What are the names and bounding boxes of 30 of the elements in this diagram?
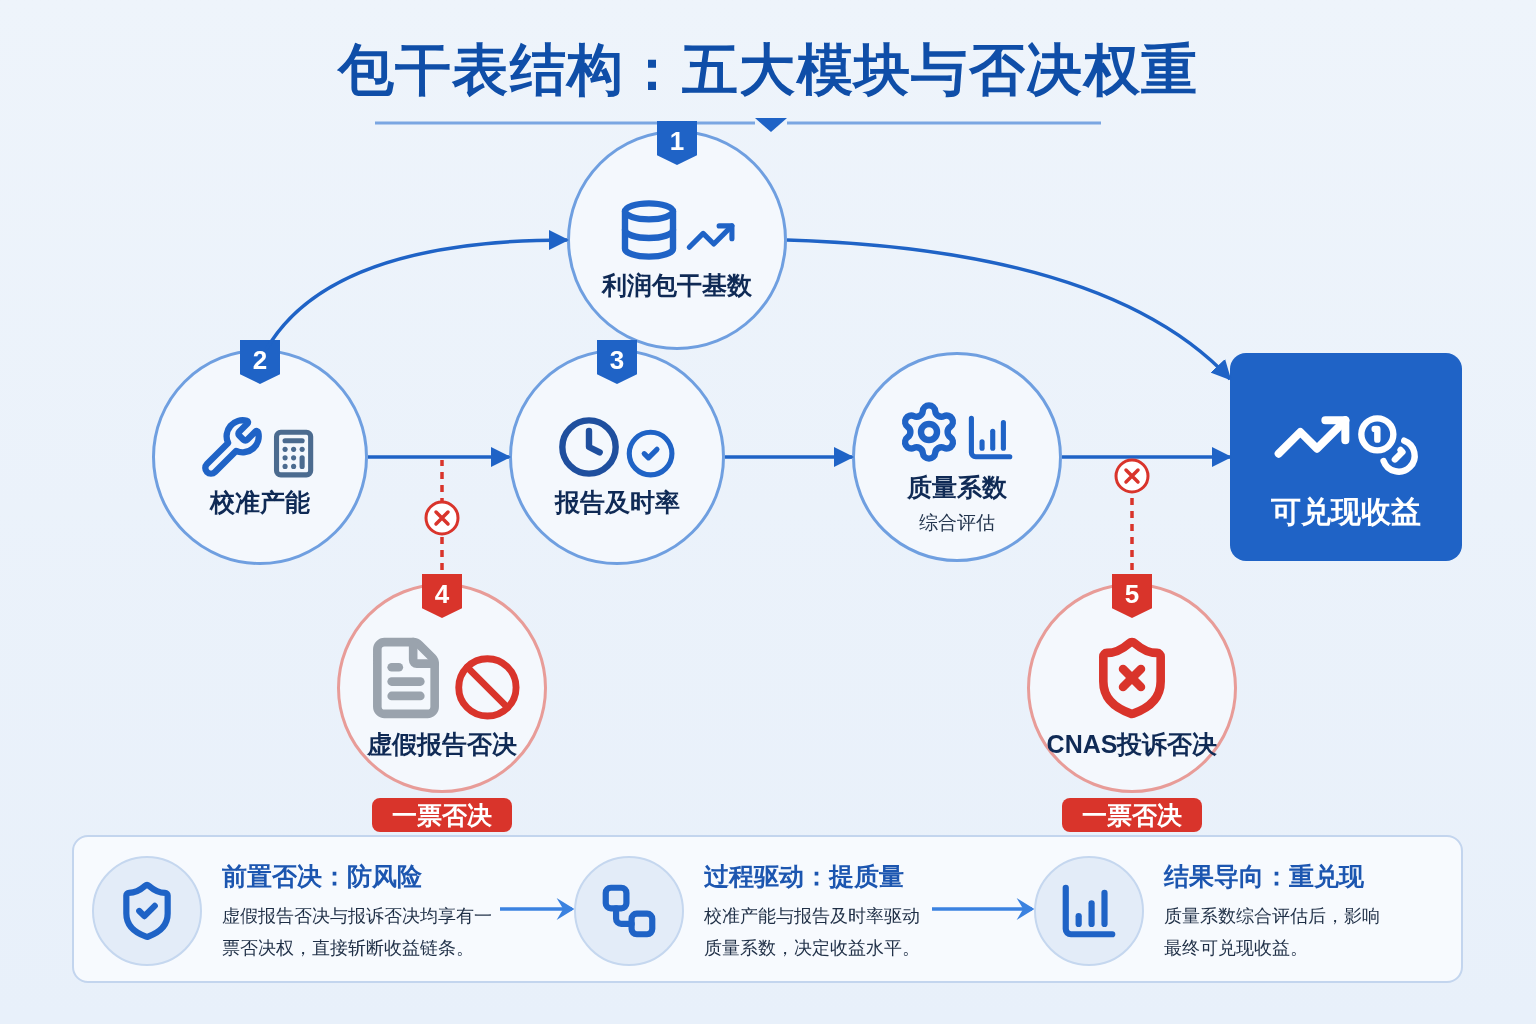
step-sublabel: 综合评估 (919, 510, 995, 535)
chevron-arrow (932, 898, 1035, 920)
card-text: 校准产能与报告及时率驱动质量系数，决定收益水平。 (704, 904, 921, 960)
arrow (368, 447, 511, 467)
arrow (786, 238, 1232, 381)
number-badge: 2 (240, 340, 280, 384)
card-heading: 结果导向：重兑现 (1164, 861, 1365, 893)
step-label: 质量系数 (907, 471, 1007, 503)
veto-tag: 一票否决 (372, 798, 512, 832)
step-label: 利润包干基数 (602, 270, 752, 302)
number-badge: 3 (597, 340, 637, 384)
number-badge: 5 (1112, 574, 1152, 618)
card-text: 质量系数综合评估后，影响最终可兑现收益。 (1164, 904, 1381, 960)
result-box (1230, 353, 1462, 561)
veto-tag: 一票否决 (1062, 798, 1202, 832)
step-label: 报告及时率 (554, 487, 680, 519)
result-label: 可兑现收益 (1271, 493, 1421, 530)
card-text: 虚假报告否决与报诉否决均享有一票否决权，直接斩断收益链条。 (222, 904, 493, 960)
arrow (725, 447, 854, 467)
number-badge: 1 (657, 121, 697, 165)
card-heading: 过程驱动：提质量 (704, 861, 905, 893)
arrow (1062, 447, 1232, 467)
chevron-arrow (500, 898, 575, 920)
step-label: 校准产能 (210, 487, 310, 519)
step-label: CNAS投诉否决 (1046, 729, 1218, 761)
step-label: 虚假报告否决 (367, 729, 517, 761)
summary-panel (72, 835, 1463, 983)
number-badge: 4 (422, 574, 462, 618)
title: 包干表结构：五大模块与否决权重 (337, 37, 1199, 103)
card-heading: 前置否决：防风险 (222, 861, 423, 893)
